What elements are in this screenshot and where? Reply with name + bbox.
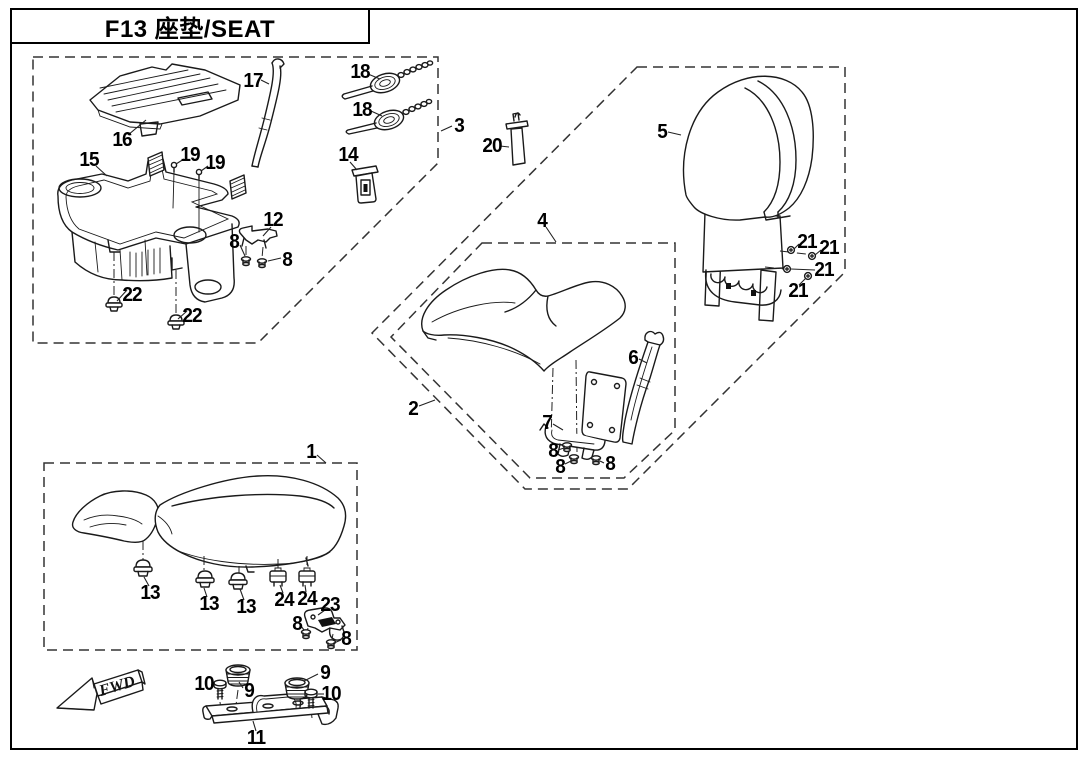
part-23-latch-drawing xyxy=(300,607,346,650)
part-4-passenger-seat-drawing xyxy=(421,268,626,453)
part-24-clips-drawing xyxy=(269,556,316,587)
part-21-screws-drawing xyxy=(764,245,817,281)
part-22-bumpers-drawing xyxy=(105,252,185,330)
part-5-backrest-drawing xyxy=(682,75,814,322)
part-17-stay-drawing xyxy=(251,58,285,168)
region-group-3-border xyxy=(32,56,439,344)
fwd-direction-marker: FWD xyxy=(56,669,146,711)
callout-leader-lines xyxy=(95,73,822,732)
part-14-lock-drawing xyxy=(351,165,379,204)
part-7-bracket-drawing xyxy=(539,371,627,460)
region-group-2-border xyxy=(370,66,846,490)
part-12-bracket-drawing xyxy=(238,225,278,269)
part-19-screws-drawing xyxy=(170,161,203,233)
part-6-strap-drawing xyxy=(621,330,665,445)
part-1-main-seat-drawing xyxy=(71,474,347,573)
region-group-1-border xyxy=(43,462,358,651)
page-border xyxy=(10,8,1078,750)
title-box: F13 座垫/SEAT xyxy=(10,8,370,44)
region-group-4-border xyxy=(389,242,676,479)
part-13-bumpers-drawing xyxy=(133,541,248,590)
part-20-strip-drawing xyxy=(505,112,529,166)
part-15-storage-box-drawing xyxy=(57,151,247,303)
part-16-base-plate-drawing xyxy=(89,63,241,137)
part-18-keys-drawing xyxy=(341,60,434,135)
part-11-bracket-assembly-drawing xyxy=(202,664,339,726)
page-title: F13 座垫/SEAT xyxy=(104,15,276,43)
